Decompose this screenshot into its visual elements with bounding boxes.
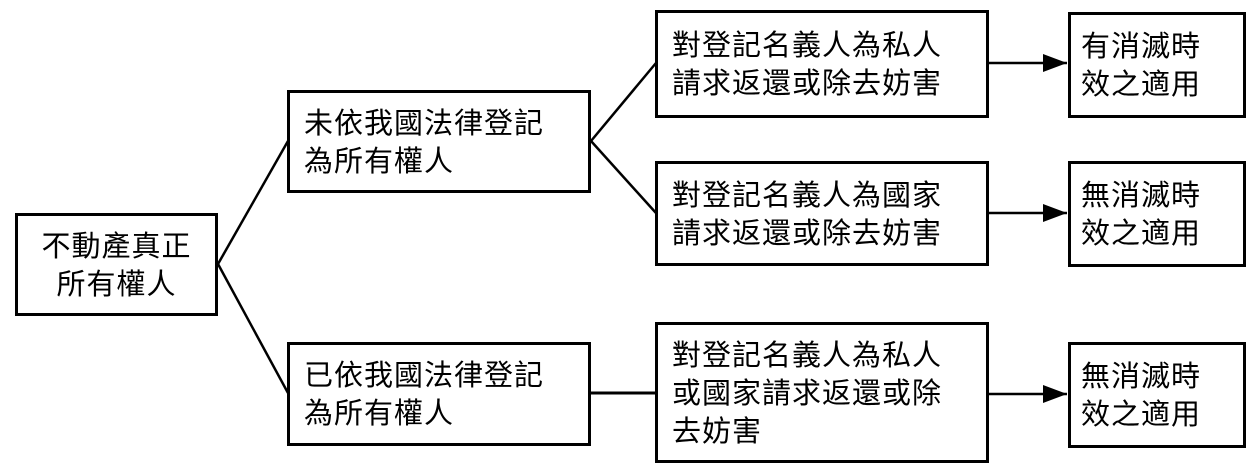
node-text-line: 效之適用 bbox=[1081, 216, 1202, 250]
node-claim-against-state: 對登記名義人為國家 請求返還或除去妨害 bbox=[655, 161, 989, 266]
node-no-prescription-2: 無消滅時 效之適用 bbox=[1068, 342, 1246, 448]
node-text-line: 對登記名義人為私人 bbox=[672, 337, 943, 372]
node-text-line: 請求返還或除去妨害 bbox=[672, 215, 943, 250]
node-text-line: 未依我國法律登記 bbox=[304, 105, 545, 140]
node-text-line: 為所有權人 bbox=[304, 143, 455, 178]
node-text-line: 所有權人 bbox=[56, 266, 177, 301]
node-text-line: 無消滅時 bbox=[1081, 178, 1202, 212]
node-not-registered-owner: 未依我國法律登記 為所有權人 bbox=[287, 90, 591, 193]
node-text-line: 去妨害 bbox=[672, 413, 763, 448]
node-text-line: 或國家請求返還或除 bbox=[672, 375, 943, 410]
node-registered-owner: 已依我國法律登記 為所有權人 bbox=[287, 342, 591, 446]
node-text-line: 無消滅時 bbox=[1081, 359, 1202, 393]
node-prescription-applies: 有消滅時 效之適用 bbox=[1068, 12, 1246, 118]
node-text-line: 效之適用 bbox=[1081, 397, 1202, 431]
node-claim-against-private-or-state: 對登記名義人為私人 或國家請求返還或除 去妨害 bbox=[655, 322, 989, 463]
node-text-line: 為所有權人 bbox=[304, 396, 455, 430]
node-text-line: 對登記名義人為國家 bbox=[672, 177, 943, 212]
node-no-prescription-1: 無消滅時 效之適用 bbox=[1068, 161, 1246, 267]
node-text-line: 效之適用 bbox=[1081, 67, 1202, 101]
node-text-line: 有消滅時 bbox=[1081, 29, 1202, 63]
node-text-line: 不動產真正 bbox=[41, 228, 192, 263]
node-text-line: 對登記名義人為私人 bbox=[672, 28, 943, 62]
node-claim-against-private: 對登記名義人為私人 請求返還或除去妨害 bbox=[655, 10, 989, 118]
node-text-line: 已依我國法律登記 bbox=[304, 358, 545, 392]
node-text-line: 請求返還或除去妨害 bbox=[672, 66, 943, 100]
node-true-owner: 不動產真正 所有權人 bbox=[15, 213, 218, 316]
